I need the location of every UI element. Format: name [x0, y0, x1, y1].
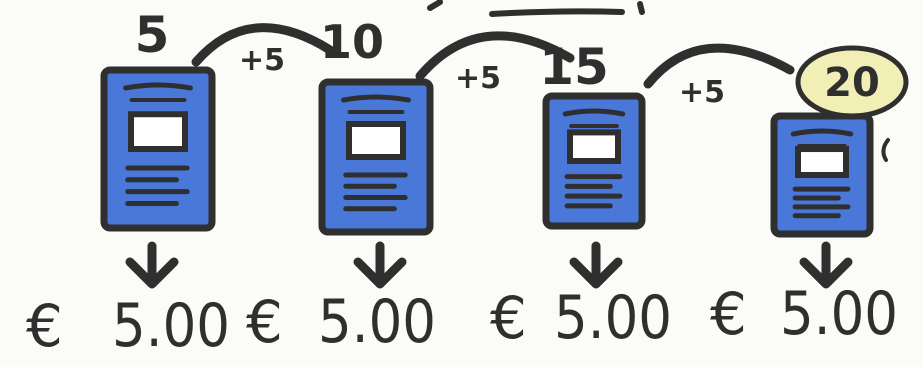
currency-symbol: €	[26, 292, 63, 360]
curved-arrow-icon	[191, 23, 335, 67]
arrow-down-icon	[125, 241, 179, 289]
documents	[100, 66, 874, 238]
price-value: 5.00	[318, 287, 436, 357]
step-count: 15	[539, 38, 609, 96]
document-icon	[100, 66, 216, 232]
step-count: 5	[135, 6, 170, 64]
curved-arrow-icon	[415, 31, 575, 81]
increment-label: +5	[455, 61, 501, 96]
price-value: 5.00	[554, 283, 672, 353]
document-icon	[318, 78, 434, 236]
price-value: 5.00	[112, 291, 230, 361]
step-count: 20	[824, 60, 880, 106]
increment-arcs	[191, 23, 795, 89]
down-arrows	[125, 241, 853, 289]
currency-symbol: €	[710, 280, 747, 348]
increment-label: +5	[239, 43, 285, 78]
arrow-down-icon	[569, 241, 623, 289]
document-icon	[770, 112, 874, 238]
bracket-mark	[881, 138, 890, 162]
document-icon	[542, 92, 646, 230]
currency-symbol: €	[246, 288, 283, 356]
price-value: 5.00	[780, 279, 898, 349]
labels: 5 +5 €5.00 10 +5 €5.00 15 +5 €5.00 20 €5.00	[26, 6, 909, 361]
arrow-down-icon	[799, 241, 853, 289]
top-scribble	[427, 0, 645, 17]
step-count: 10	[320, 15, 384, 69]
increment-label: +5	[679, 75, 725, 110]
curved-arrow-icon	[643, 43, 795, 89]
currency-symbol: €	[490, 284, 527, 352]
highlight-badge	[795, 45, 909, 119]
arrow-down-icon	[353, 241, 407, 289]
